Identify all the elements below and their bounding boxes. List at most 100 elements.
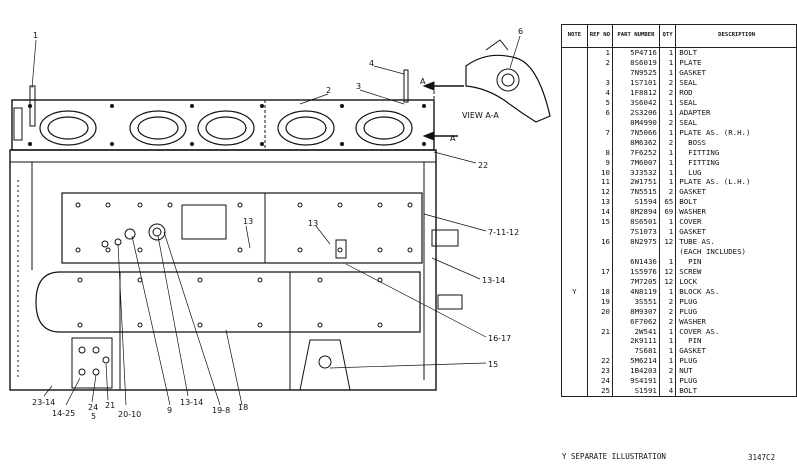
block-body [9, 149, 463, 391]
cell-part-number: 7F6252 [611, 147, 660, 158]
cell-description: SEAL [675, 117, 797, 128]
cell-description: SCREW [675, 266, 797, 277]
cell-part-number: 1B4203 [611, 366, 660, 376]
cell-ref-no [586, 67, 613, 78]
cell-ref-no [586, 226, 613, 237]
cell-ref-no: 24 [586, 375, 613, 386]
cell-description: (EACH INCLUDES) [675, 246, 797, 257]
section-mark-a-bottom: A [450, 134, 456, 143]
cell-ref-no: 9 [586, 157, 613, 168]
cell-description: BOSS [675, 137, 797, 148]
cell-note [561, 266, 588, 277]
cell-ref-no: 8 [586, 147, 613, 158]
cell-description: BOLT [675, 385, 797, 397]
cell-description: COVER [675, 216, 797, 227]
cell-note [561, 207, 588, 217]
cell-part-number: 9S4191 [611, 375, 660, 386]
cell-description: PIN [675, 336, 797, 347]
cell-ref-no: 22 [586, 356, 613, 366]
cell-part-number: 7M6007 [611, 157, 660, 168]
header-ref-no: REF NO [586, 24, 613, 48]
cell-description: ROD [675, 87, 797, 98]
cell-note [561, 226, 588, 237]
cell-qty: 1 [658, 147, 677, 158]
callout-9: 9 [167, 406, 172, 415]
cell-note [561, 177, 588, 188]
cell-qty: 12 [658, 266, 677, 277]
cell-qty: 1 [658, 226, 677, 237]
cell-ref-no: 20 [586, 306, 613, 317]
cell-part-number: 7S681 [611, 346, 660, 357]
cell-description: PLUG [675, 356, 797, 366]
cell-qty: 1 [658, 47, 677, 58]
cell-part-number: S1591 [611, 385, 660, 397]
cell-ref-no [586, 137, 613, 148]
cell-qty: 1 [658, 127, 677, 138]
cell-part-number: 8N2975 [611, 236, 660, 247]
cell-qty: 1 [658, 356, 677, 366]
cell-note [561, 246, 588, 257]
cell-part-number: 8S6501 [611, 216, 660, 227]
callout-21: 21 [105, 401, 115, 410]
cell-part-number: 8M4990 [611, 117, 660, 128]
cell-qty: 1 [658, 326, 677, 337]
header-qty: QTY [658, 24, 677, 48]
callout-3: 3 [356, 82, 361, 91]
cell-description: GASKET [675, 187, 797, 198]
cell-ref-no: 23 [586, 366, 613, 376]
callout-2: 2 [326, 86, 331, 95]
cell-part-number: 1F8812 [611, 87, 660, 98]
cell-description: PLATE AS. (L.H.) [675, 177, 797, 188]
cell-description: SEAL [675, 77, 797, 88]
cell-qty: 2 [658, 77, 677, 88]
cell-note [561, 346, 588, 357]
cell-ref-no: 10 [586, 167, 613, 178]
cell-qty: 1 [658, 336, 677, 347]
cell-ref-no: 13 [586, 197, 613, 207]
cell-qty: 1 [658, 57, 677, 68]
side-cover-bolts [75, 202, 413, 253]
callout-13-14-bottom: 13-14 [180, 398, 203, 407]
cell-part-number: 3S551 [611, 296, 660, 307]
cylinder-bores [39, 110, 413, 146]
callout-6: 6 [518, 27, 523, 36]
cell-note [561, 316, 588, 327]
callout-22: 22 [478, 161, 488, 170]
cell-ref-no: 14 [586, 207, 613, 217]
cell-part-number: 7N5515 [611, 187, 660, 198]
cell-qty: 1 [658, 256, 677, 267]
leader-lines [31, 35, 521, 406]
cell-qty: 2 [658, 117, 677, 128]
cell-ref-no: 1 [586, 47, 613, 58]
header-part-number: PART NUMBER [611, 24, 660, 48]
cell-description: PLUG [675, 296, 797, 307]
cell-note [561, 296, 588, 307]
cell-qty: 12 [658, 276, 677, 287]
cell-note [561, 276, 588, 287]
callout-labels: 1 2 3 4 6 A A VIEW A-A 22 7-11-12 13 13 … [32, 27, 523, 421]
cell-part-number: 6F7062 [611, 316, 660, 327]
cell-ref-no: 16 [586, 236, 613, 247]
view-aa-detail [422, 39, 551, 141]
cell-qty: 2 [658, 306, 677, 317]
cell-part-number: 3J3532 [611, 167, 660, 178]
header-note: NOTE [561, 24, 588, 48]
cell-description: SEAL [675, 97, 797, 108]
cell-ref-no: 17 [586, 266, 613, 277]
cell-note [561, 97, 588, 108]
cell-note [561, 187, 588, 198]
cell-note [561, 256, 588, 267]
